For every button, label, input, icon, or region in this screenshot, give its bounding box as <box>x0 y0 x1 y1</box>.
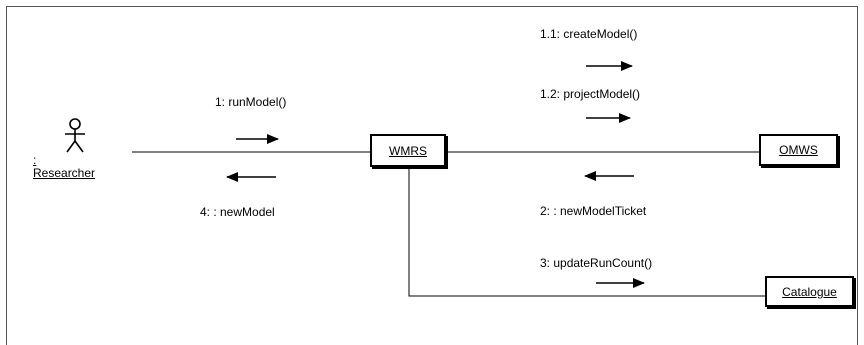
message-run-model: 1: runModel() <box>215 95 287 109</box>
message-project-model: 1.2: projectModel() <box>540 87 641 101</box>
message-update-run-count: 3: updateRunCount() <box>540 256 653 270</box>
stick-figure-icon <box>65 118 85 153</box>
actor-colon: : <box>33 153 37 167</box>
object-wmrs: WMRS <box>370 134 446 167</box>
diagram-frame <box>6 6 858 345</box>
object-catalogue: Catalogue <box>765 276 854 307</box>
message-new-model-ticket: 2: : newModelTicket <box>540 204 647 218</box>
actor-name: Researcher <box>33 166 96 180</box>
message-create-model: 1.1: createModel() <box>540 27 638 41</box>
actor-researcher: : Researcher <box>33 154 95 180</box>
link-wmrs-catalogue <box>408 167 765 297</box>
message-new-model: 4: : newModel <box>200 205 275 219</box>
object-omws: OMWS <box>759 134 838 166</box>
